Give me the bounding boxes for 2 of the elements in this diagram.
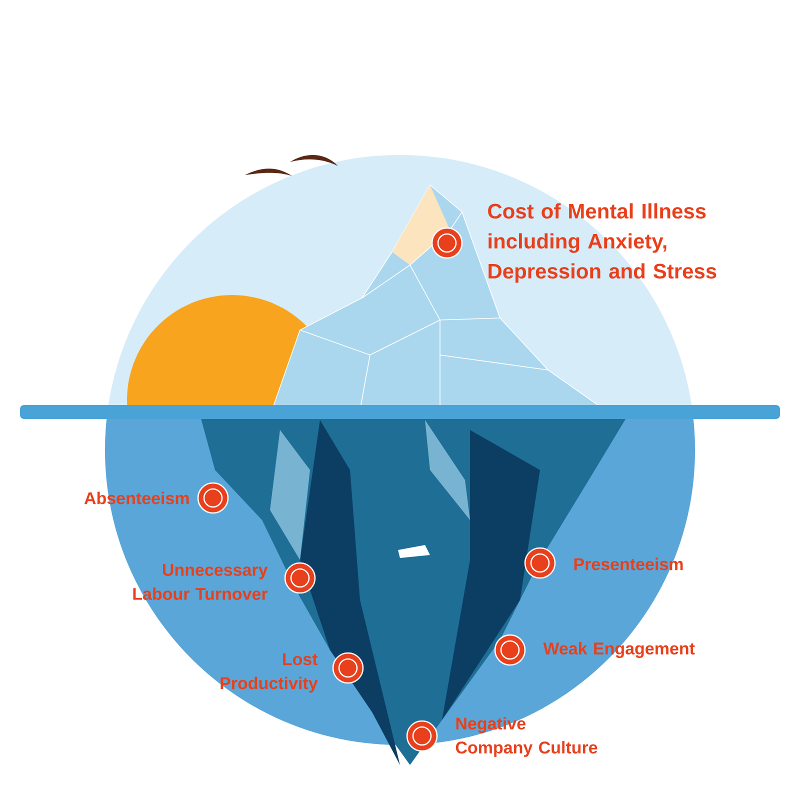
callout-label: Lost Productivity <box>220 653 318 693</box>
callout-label: Cost of Mental Illness including Anxiety, Depression and Stress <box>488 203 716 283</box>
